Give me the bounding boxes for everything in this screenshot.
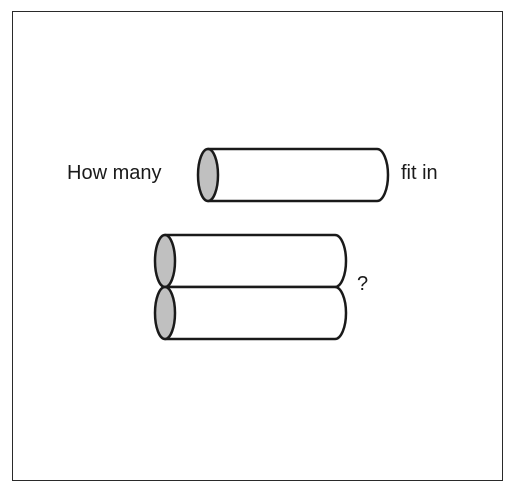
question-suffix-text: fit in [401, 163, 438, 183]
stacked-cylinder-top-icon [155, 235, 346, 287]
cylinder-end-cap [155, 287, 175, 339]
question-mark-text: ? [357, 274, 368, 294]
cylinder-end-cap [155, 235, 175, 287]
cylinder-body [165, 235, 346, 287]
cylinder-body [165, 287, 346, 339]
stacked-cylinders-group [150, 233, 354, 343]
cylinder-end-cap [198, 149, 218, 201]
cylinder-body [208, 149, 388, 201]
single-cylinder-icon [196, 147, 400, 205]
question-prefix-text: How many [67, 163, 161, 183]
stacked-cylinder-bottom-icon [155, 287, 346, 339]
